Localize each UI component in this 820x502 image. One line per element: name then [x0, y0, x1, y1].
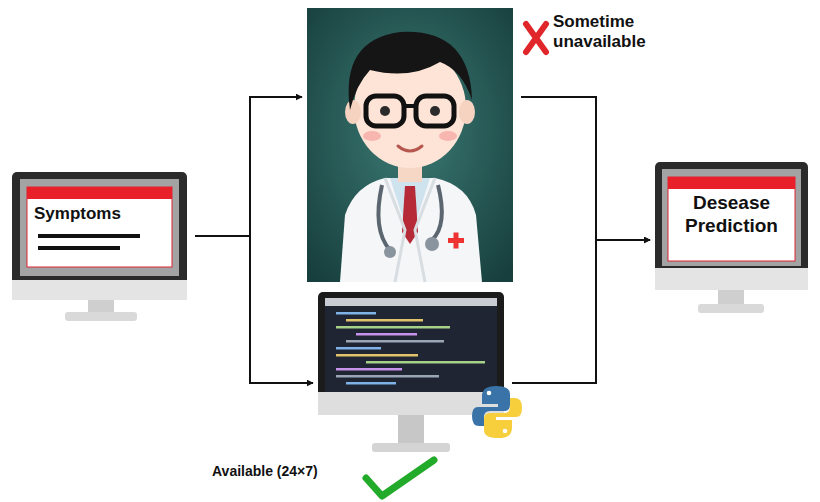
code-line	[336, 354, 418, 357]
code-line	[366, 361, 485, 364]
code-line	[356, 333, 417, 336]
monitor-base	[372, 443, 450, 452]
python-eye	[503, 429, 508, 434]
python-snake-yellow	[484, 398, 522, 438]
node-label: Symptoms	[34, 204, 170, 224]
monitor-body	[12, 172, 187, 300]
monitor-neck	[718, 290, 744, 304]
code-line	[336, 347, 381, 350]
editor-titlebar	[325, 298, 497, 306]
code-line	[346, 319, 423, 322]
computer	[318, 292, 504, 452]
arrow-connector	[195, 97, 302, 236]
cheek	[439, 131, 457, 141]
doctor-background	[307, 8, 513, 282]
monitor-screen-box: Desease Prediction	[655, 162, 808, 290]
text-line	[38, 234, 140, 238]
eye	[430, 106, 440, 116]
monitor-screen-box: Symptoms	[12, 172, 187, 300]
cross-mark	[526, 24, 546, 52]
stethoscope	[378, 185, 441, 250]
glasses	[416, 96, 454, 126]
code-editor	[325, 298, 497, 392]
stethoscope-head	[384, 246, 396, 258]
monitor-body	[655, 162, 808, 290]
right-monitor	[655, 162, 808, 313]
ear	[459, 100, 475, 124]
mouth	[398, 146, 422, 151]
node-label: Desease Prediction	[668, 192, 795, 238]
monitor-base	[65, 312, 137, 321]
cheek	[363, 131, 381, 141]
code-line	[346, 382, 396, 385]
computer-box: Available (24×7)	[318, 292, 504, 415]
text-line	[38, 246, 120, 250]
python-logo	[472, 386, 522, 438]
node-label: Sometime unavailable	[553, 12, 681, 53]
arrow-connector	[195, 236, 313, 383]
monitor-neck	[88, 300, 114, 312]
monitor-neck	[398, 415, 424, 443]
code-line	[336, 312, 376, 315]
monitor-screen	[662, 169, 801, 266]
monitor-chin	[12, 280, 187, 300]
cross-badge	[454, 233, 459, 249]
glasses	[366, 96, 404, 126]
arrow-connector	[521, 97, 650, 240]
python-eye	[487, 391, 492, 396]
ear	[345, 100, 361, 124]
white-coat	[340, 178, 482, 282]
coat-lapel	[385, 178, 435, 282]
stethoscope-head	[425, 237, 439, 251]
check-mark	[366, 460, 434, 496]
monitor-screen	[20, 179, 179, 276]
code-line	[336, 375, 439, 378]
title-bar	[668, 177, 795, 189]
node-label: Available (24×7)	[212, 463, 362, 480]
code-line	[336, 368, 402, 371]
left-monitor	[12, 172, 187, 321]
glasses-bridge	[404, 104, 416, 108]
unavailable-cross	[526, 24, 546, 52]
code-line	[346, 340, 444, 343]
monitor-body	[318, 292, 504, 415]
monitor-base	[698, 304, 764, 313]
code-line	[336, 326, 450, 329]
screen-panel	[27, 187, 172, 267]
eye	[380, 106, 390, 116]
title-bar	[27, 187, 172, 199]
screen-panel	[668, 177, 795, 261]
arrow-connector	[512, 240, 650, 383]
monitor-chin	[655, 268, 808, 290]
code-lines	[336, 312, 485, 385]
doctor-illustration	[307, 8, 513, 282]
doctor-box: Sometime unavailable	[307, 8, 513, 282]
